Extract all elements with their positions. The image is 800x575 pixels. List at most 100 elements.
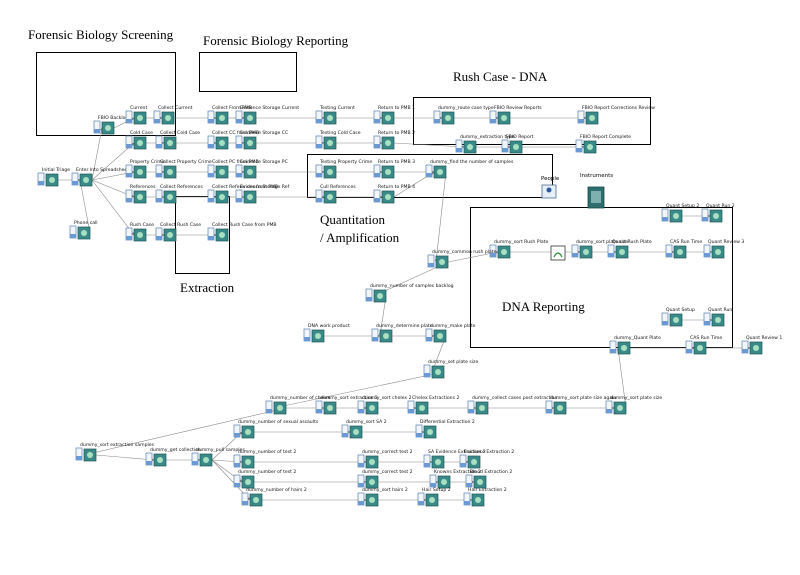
activity-node[interactable]: Testing Property Crime [315, 159, 372, 179]
activity-node[interactable]: Blood Extraction 2 [465, 469, 512, 489]
activity-label: Collect From PMB [212, 105, 252, 111]
activity-node[interactable]: FBIO Report Complete [575, 134, 631, 154]
activity-node[interactable]: dummy_pull samples [191, 447, 245, 467]
activity-node[interactable]: dummy_common rush plate [427, 249, 497, 269]
activity-node[interactable]: Collect From PMB [207, 105, 252, 125]
queue-fill [578, 119, 584, 123]
activity-node[interactable]: Quant Run 2 [701, 203, 735, 223]
connector-arrow [434, 171, 447, 263]
activity-node[interactable]: Collect References from PMB [207, 184, 278, 204]
activity-node[interactable]: dummy_correct test 2 [357, 469, 413, 489]
activity-node[interactable]: Collect References [155, 184, 203, 204]
activity-node[interactable]: Return to PMB 1 [373, 105, 415, 125]
activity-node[interactable]: dummy_number of samples backlog [365, 283, 454, 303]
activity-node[interactable]: FBIO Review Reports [489, 105, 542, 125]
activity-node[interactable]: Phone call [69, 220, 98, 240]
activity-node[interactable]: dummy_sort plate size [605, 395, 662, 415]
activity-node[interactable]: dummy_number of hairs 2 [241, 487, 307, 507]
activity-node[interactable]: Quant Run [703, 307, 732, 327]
activity-node[interactable]: Current [125, 105, 147, 125]
activity-node[interactable]: dummy_sort extraction samples [75, 442, 155, 462]
activity-node[interactable]: FBIO Backlog [93, 115, 128, 135]
activity-node[interactable]: Quant Setup [661, 307, 695, 327]
activity-node[interactable]: Return to PMB 2 [373, 130, 415, 150]
activity-node[interactable]: Collect Current [153, 105, 193, 125]
activity-node[interactable]: FBIO Report Corrections Review [577, 105, 655, 125]
activity-node[interactable]: Collect PC from PMB [207, 159, 259, 179]
activity-node[interactable]: dummy_sort extraction 2 [315, 395, 378, 415]
activity-label: Testing Property Crime [319, 159, 372, 165]
activity-node[interactable]: Cull References [315, 184, 356, 204]
activity-node[interactable]: Evidence Storage CC [235, 130, 288, 150]
activity-node[interactable]: CAS Run Time [685, 335, 722, 355]
gear-icon [475, 497, 481, 503]
activity-node[interactable]: CAS Run Time [665, 239, 702, 259]
activity-node[interactable]: Return to PMB 3 [373, 159, 415, 179]
activity-node[interactable]: SA Evidence Extraction 2 [423, 449, 486, 469]
instruments-resource[interactable]: Instruments [580, 173, 613, 209]
activity-node[interactable]: DNA work product [303, 323, 350, 343]
activity-node[interactable]: Quant Rush Plate [607, 239, 652, 259]
activity-node[interactable]: Evidence Extraction 2 [459, 449, 514, 469]
activity-node[interactable]: dummy_find the number of samples [425, 159, 514, 179]
activity-node[interactable]: dummy_number of test 2 [233, 449, 296, 469]
activity-node[interactable]: Chelex Extractions 2 [407, 395, 459, 415]
connector-arrow [78, 179, 91, 234]
activity-node[interactable]: Initial Triage [37, 167, 70, 187]
activity-node[interactable]: dummy_extraction type [455, 134, 515, 154]
activity-node[interactable]: Testing Current [315, 105, 355, 125]
people-resource[interactable]: People [541, 176, 560, 199]
activity-node[interactable]: dummy_sort plate size again [545, 395, 616, 415]
activity-node[interactable]: dummy_sort plate size [571, 239, 628, 259]
gear-icon [245, 429, 251, 435]
gear-icon [83, 177, 89, 183]
activity-node[interactable]: dummy_get collection [145, 447, 201, 467]
activity-node[interactable]: dummy_number of sexual assaults [233, 419, 319, 439]
activity-node[interactable]: Quant Review 1 [741, 335, 782, 355]
activity-node[interactable]: References [125, 184, 156, 204]
gear-icon [587, 144, 593, 150]
activity-node[interactable]: Enter Into Spreadsheet [71, 167, 129, 187]
queue-fill [266, 409, 272, 413]
activity-node[interactable]: Property Crime [125, 159, 165, 179]
activity-node[interactable]: dummy_determine plate [371, 323, 433, 343]
activity-node[interactable]: dummy_sort Rush Plate [489, 239, 548, 259]
activity-node[interactable]: dummy_route case type [433, 105, 494, 125]
activity-node[interactable]: Quant Setup 2 [661, 203, 699, 223]
activity-node[interactable]: dummy_set plate size [423, 359, 478, 379]
queue-fill [316, 144, 322, 148]
activity-node[interactable]: Return to PMB 4 [373, 184, 415, 204]
activity-node[interactable]: dummy_number of chelex [265, 395, 330, 415]
activity-node[interactable]: Hair Extraction 2 [463, 487, 507, 507]
activity-node[interactable]: Collect CC from PMB [207, 130, 259, 150]
activity-node[interactable]: dummy_make plate [425, 323, 476, 343]
activity-node[interactable]: dummy_Quant Plate [609, 335, 661, 355]
activity-node[interactable]: Evidence Storage Current [235, 105, 299, 125]
activity-node[interactable]: Collect Cold Case [155, 130, 200, 150]
activity-node[interactable]: Differential Extraction 2 [415, 419, 475, 439]
timer-node[interactable] [550, 245, 566, 261]
activity-node[interactable]: Collect Rush Case [155, 222, 201, 242]
activity-node[interactable]: dummy_sort SA 2 [341, 419, 387, 439]
activity-node[interactable]: Knowns Extraction 2 [429, 469, 481, 489]
queue-fill [662, 217, 668, 221]
activity-node[interactable]: Rush Case [125, 222, 154, 242]
activity-node[interactable]: Hair Setup 2 [417, 487, 451, 507]
activity-node[interactable]: Quant Review 3 [703, 239, 744, 259]
activity-node[interactable]: Evidence Storage PC [235, 159, 288, 179]
activity-node[interactable]: dummy_sort hairs 2 [357, 487, 408, 507]
gear-icon [427, 429, 433, 435]
person-icon [546, 187, 552, 193]
activity-node[interactable]: Cold Case [125, 130, 153, 150]
queue-fill [408, 409, 414, 413]
activity-node[interactable]: dummy_sort chelex 2 [357, 395, 412, 415]
activity-node[interactable]: Evidence Storage Ref [235, 184, 290, 204]
activity-node[interactable]: FBIO Report [501, 134, 534, 154]
activity-node[interactable]: dummy_correct test 2 [357, 449, 413, 469]
activity-node[interactable]: dummy_collect cases post extraction [467, 395, 557, 415]
activity-node[interactable]: dummy_number of test 2 [233, 469, 296, 489]
activity-node[interactable]: Collect Rush Case from PMB [207, 222, 277, 242]
activity-node[interactable]: Testing Cold Case [315, 130, 361, 150]
activity-node[interactable]: Collect Property Crime [155, 159, 212, 179]
connector-arrow [393, 142, 465, 149]
